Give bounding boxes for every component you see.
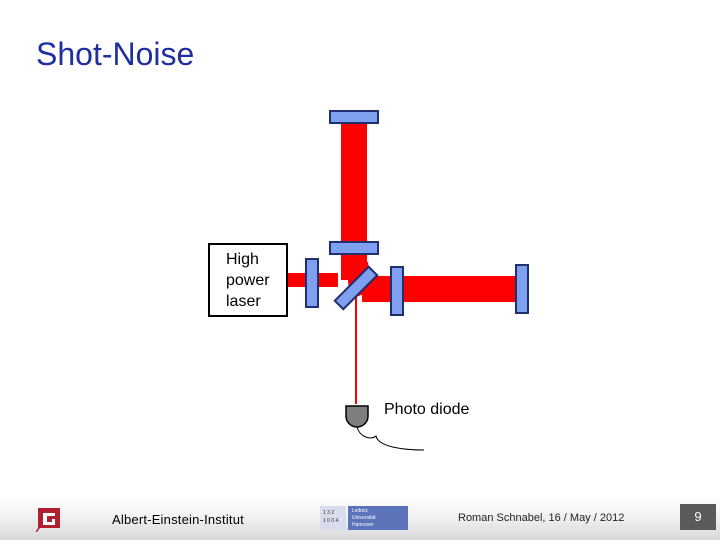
uni-logo-number-line: 1 3 2 [323,510,335,516]
uni-logo-line: Universität [352,515,376,521]
input-mirror-left [305,258,319,308]
slide-title: Shot-Noise [36,36,195,72]
uni-logo-number-line: 1 0 0 4 [323,518,339,524]
photo-diode-cable [356,426,425,451]
arm-mirror-horizontal [390,266,404,316]
author-date: Roman Schnabel, 16 / May / 2012 [458,512,625,524]
uni-logo-line: Hannover [352,522,374,528]
institute-name: Albert-Einstein-Institut [112,512,244,527]
horizontal-arm-beam [362,276,520,302]
beam-splitter [333,265,379,311]
photo-diode-label: Photo diode [384,401,470,418]
page-number: 9 [680,504,716,530]
laser-label: High power laser [226,251,270,310]
university-logo: Leibniz Universität Hannover [348,506,408,530]
uni-logo-line: Leibniz [352,508,368,514]
university-logo-numbers: 1 3 2 1 0 0 4 [320,506,346,530]
photo-diode-icon [345,405,369,428]
end-mirror-top [329,110,379,124]
end-mirror-right [515,264,529,314]
aei-logo-icon [36,508,60,532]
interferometer-diagram [288,110,529,451]
slide-footer: Albert-Einstein-Institut 1 3 2 1 0 0 4 L… [0,496,720,540]
laser-source: High power laser [208,243,288,317]
vertical-arm-beam [341,124,367,280]
arm-mirror-vertical [329,241,379,255]
